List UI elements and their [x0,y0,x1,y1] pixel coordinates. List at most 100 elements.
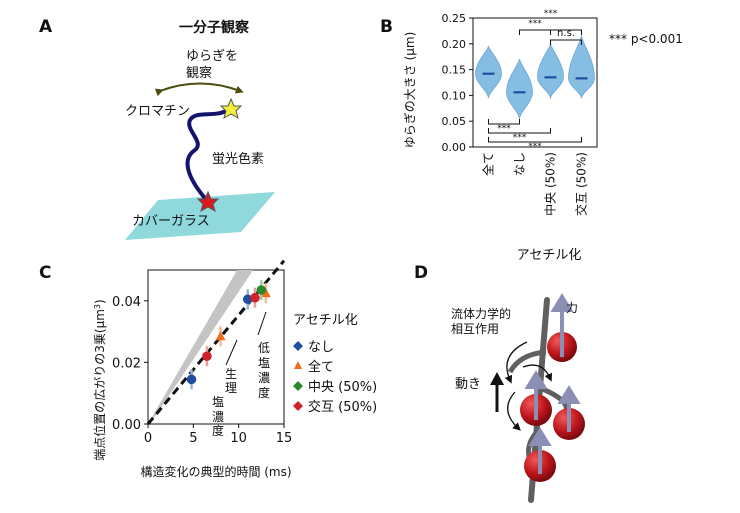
fluor-star-icon [219,97,243,120]
panel-c-xlabel: 構造変化の典型的時間 (ms) [140,464,291,479]
hydro-arrow-2 [507,391,521,431]
data-point-2-1 [215,331,226,341]
hydro-arrow-1 [504,341,528,384]
data-point-4-1 [202,351,212,362]
x-category-label-2: なし [513,152,527,176]
region-physio-char: 理 [225,381,237,395]
panel-d-letter: D [414,263,428,283]
data-point-4-2 [250,292,260,303]
data-point-3-1 [256,285,267,295]
ylabel-sup: 3 [93,304,102,309]
panel-a-title: 一分子観察 [179,19,250,36]
legend-marker [293,401,303,411]
chromatin-label: クロマチン [125,104,190,119]
y-tick-label: 0.15 [442,64,467,77]
fluor-label: 蛍光色素 [212,151,264,167]
physio-band [148,270,254,424]
panel-b: B *** p<0.001 0.00 0.05 0.10 0.15 0.20 0.25 ゆ… [380,9,683,263]
x-tick-label: 5 [189,431,197,446]
x-category-label-4: 交互 (50%) [574,152,589,216]
legend-label: 中央 (50%) [308,380,377,395]
violin-4 [568,34,595,100]
hydro-label-line1: 流体力学的 [451,306,511,321]
violin-3 [537,42,564,100]
y-tick-label: 0.10 [442,89,467,102]
panel-c-points [186,280,271,390]
data-point-1-2 [242,294,253,305]
sig-bracket-1 [519,29,551,35]
x-tick-label: 10 [230,431,247,446]
chromatin-chain [185,108,230,199]
x-tick-label: 0 [144,431,152,446]
pvalue-note: *** p<0.001 [609,32,683,46]
sig-bracket-4 [488,119,520,125]
data-point-1-1 [186,374,197,385]
region-physio-char: 生 [225,367,237,381]
sig-label-3: n.s. [557,28,575,39]
x-tick-label: 15 [276,431,293,446]
force-arrows [524,293,581,474]
sig-label-4: *** [497,124,511,134]
region-physio-char: 度 [212,423,224,438]
panel-b-ylabel: ゆらぎの大きさ (μm) [403,32,417,149]
y-tick-label: 0.04 [112,295,141,310]
legend-label: 全て [308,359,334,375]
violin-1 [475,45,502,99]
y-tick-label: 0.20 [442,38,467,51]
region-physio-char: 塩 [212,394,224,409]
force-label: 力 [566,301,578,315]
region-physio-char: 濃 [212,410,224,424]
panel-a-letter: A [39,17,53,37]
sig-label-2: *** [544,9,558,19]
y-tick-label: 0.02 [112,356,141,371]
y-tick-label: 0.25 [442,12,467,25]
motion-label-line2: 観察 [186,66,212,81]
motion-label: 動き [455,377,481,392]
low-salt-pointer [257,311,267,336]
sig-label-1: *** [528,19,542,29]
x-category-label-1: 全て [481,152,496,176]
panel-b-xgroup-label: アセチル化 [517,248,582,263]
panel-b-letter: B [380,17,393,37]
ylabel-close: ) [93,299,107,304]
panel-c-ylabel: 端点位置の広がりの3乗(μm3) [92,299,107,460]
ylabel-prefix: 端点位置の広がりの3乗 [92,333,107,461]
sig-label-6: *** [528,142,542,152]
cover-glass [125,192,275,240]
sig-bracket-2 [519,29,582,35]
legend-label: 交互 (50%) [308,399,377,415]
data-point-2-2 [260,288,271,298]
region-low-char: 度 [258,385,270,400]
sig-bracket-6 [488,137,582,143]
region-low-char: 低 [258,341,270,355]
sig-bracket-3 [550,39,582,45]
link-1 [507,349,547,374]
panel-c-axes: 0 5 10 15 0.00 0.02 0.04 [112,295,292,446]
physio-band-shape [148,270,254,424]
region-low-char: 濃 [258,371,270,385]
legend-marker [293,341,303,351]
legend-label: なし [308,340,334,355]
panel-c-frame [147,269,285,425]
y-tick-label: 0.00 [442,141,467,154]
motion-up-arrowhead [490,372,504,385]
sig-label-5: *** [513,133,527,143]
panel-a: A 一分子観察 ゆらぎを 観察 クロマチン 蛍光色素 カバーガラス [39,17,275,240]
panel-b-y-axis: 0.00 0.05 0.10 0.15 0.20 0.25 [442,12,473,154]
glass-label: カバーガラス [132,214,210,229]
hydro-arrow-3 [522,364,553,382]
panel-b-frame [472,17,598,148]
motion-arrow [154,82,244,97]
panel-d: D 力 流体力学的 相互作用 動き [414,263,585,503]
fit-line [146,259,286,425]
x-category-label-3: 中央 (50%) [543,152,558,216]
legend-marker [293,381,303,391]
region-low-char: 塩 [258,355,270,370]
y-tick-label: 0.05 [442,115,467,128]
legend-title: アセチル化 [293,313,358,328]
y-tick-label: 0.00 [112,418,141,433]
fit-line-dashed [146,259,286,425]
